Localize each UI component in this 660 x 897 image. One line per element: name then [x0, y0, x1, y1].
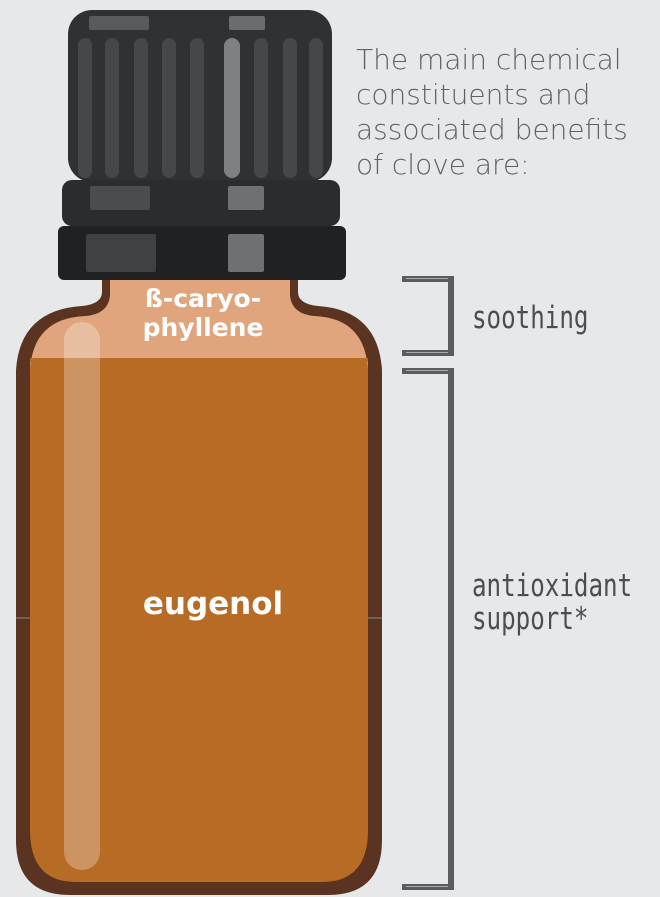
benefit-label-line: antioxidant [472, 568, 633, 604]
bracket-soothing [402, 276, 454, 356]
intro-text: The main chemical constituents and assoc… [356, 42, 656, 182]
intro-line: of clove are: [356, 148, 530, 181]
benefit-label-line: soothing [472, 300, 589, 336]
intro-line: The main chemical [356, 43, 622, 76]
component-label-eugenol: eugenol [98, 584, 328, 624]
bottle-cap [58, 10, 346, 280]
benefit-label-soothing: soothing [472, 302, 588, 335]
benefit-label-antioxidant: antioxidant support* [472, 570, 632, 636]
component-label-line: ß-caryo- [144, 284, 262, 313]
component-label-caryophyllene: ß-caryo- phyllene [98, 284, 308, 342]
intro-line: constituents and [356, 78, 591, 111]
bracket-antioxidant [402, 368, 454, 890]
component-label-line: phyllene [142, 313, 264, 342]
intro-line: associated benefits [356, 113, 628, 146]
component-label-line: eugenol [142, 586, 284, 622]
oil-layer-minor [30, 280, 368, 372]
glass-highlight [64, 322, 100, 870]
oil-layer-boundary [30, 358, 368, 362]
benefit-label-line: support* [472, 601, 589, 637]
bottle-body [16, 280, 382, 895]
